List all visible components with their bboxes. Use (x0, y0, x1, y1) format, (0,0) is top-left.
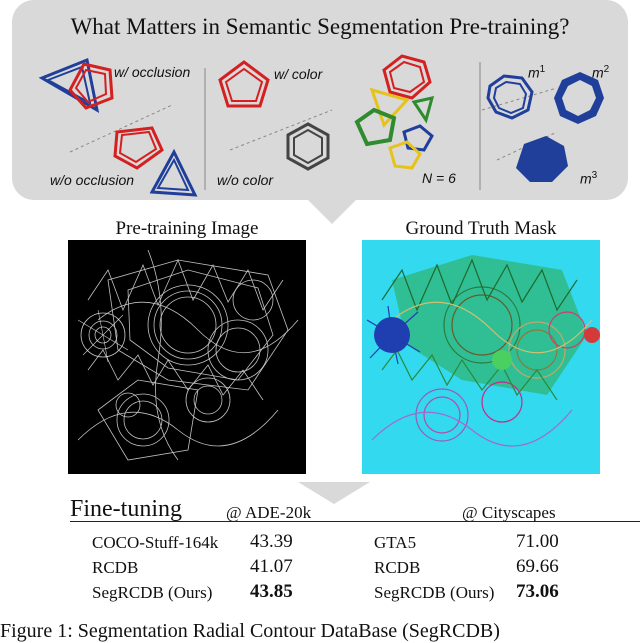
table-row-name: SegRCDB (Ours) (374, 583, 495, 602)
table-row-name: RCDB (374, 558, 421, 577)
ade-header: @ ADE-20k (226, 503, 312, 522)
dashed-divider (481, 87, 558, 111)
dashed-divider (229, 109, 333, 151)
table-row-value: 41.07 (250, 556, 293, 577)
table-row-value: 43.39 (250, 531, 293, 552)
instance-m2-shape (554, 72, 604, 124)
figure-caption: Figure 1: Segmentation Radial Contour Da… (0, 620, 500, 642)
ground-truth-mask (362, 240, 600, 474)
table-row-name: SegRCDB (Ours) (92, 583, 213, 602)
instance-m1-shape (486, 74, 534, 120)
bubble-tail (306, 198, 358, 224)
table-rule (70, 521, 640, 522)
pretraining-image-title: Pre-training Image (115, 218, 259, 239)
color-shapes (218, 60, 270, 108)
without-color-label: w/o color (217, 172, 274, 188)
table-row-name: GTA5 (374, 533, 417, 552)
no-color-shapes (286, 122, 330, 171)
n-label: N = 6 (422, 170, 456, 186)
figure-title: What Matters in Semantic Segmentation Pr… (70, 14, 570, 39)
with-color-label: w/ color (274, 66, 323, 82)
ground-truth-title: Ground Truth Mask (405, 218, 557, 239)
instance-m3-shape (516, 136, 568, 182)
table-row-value-best: 43.85 (250, 581, 293, 602)
no-occlusion-shapes (113, 126, 198, 197)
table-row-value: 69.66 (516, 556, 559, 577)
table-row-value: 71.00 (516, 531, 559, 552)
table-row-name: COCO-Stuff-164k (92, 533, 219, 552)
without-occlusion-label: w/o occlusion (50, 172, 135, 188)
pretraining-image (68, 240, 306, 474)
fine-tuning-title: Fine-tuning (70, 496, 182, 522)
with-occlusion-label: w/ occlusion (114, 64, 191, 80)
m1-label: m1 (528, 64, 546, 81)
occlusion-shapes (38, 57, 114, 113)
arrow-down-shape (298, 482, 370, 504)
many-shapes (354, 54, 435, 170)
dashed-divider (69, 104, 173, 153)
factor-illustrations (38, 54, 604, 197)
m3-label: m3 (580, 170, 598, 187)
table-row-name: RCDB (92, 558, 139, 577)
m2-label: m2 (592, 64, 610, 81)
table-row-value-best: 73.06 (516, 581, 559, 602)
cityscapes-header: @ Cityscapes (462, 503, 556, 522)
